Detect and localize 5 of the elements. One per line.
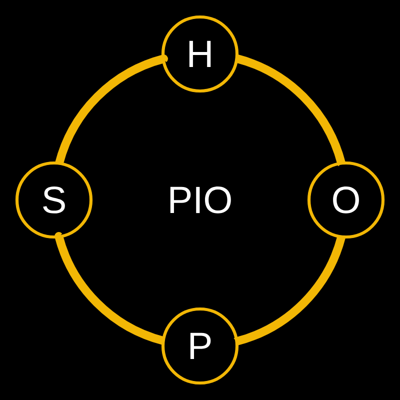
ring-arc — [54, 232, 165, 345]
ring-arc — [232, 235, 346, 346]
ring-arc — [235, 54, 346, 168]
ring-arc — [55, 54, 168, 165]
center-label: PIO — [170, 186, 231, 214]
